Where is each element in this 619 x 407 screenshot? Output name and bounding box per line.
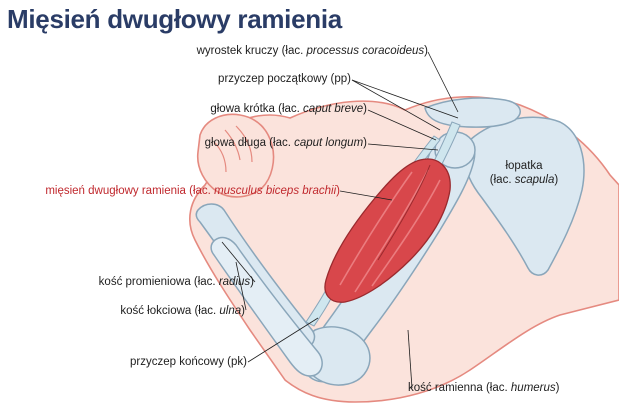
label-ulna-close: )	[241, 305, 245, 317]
label-radius-latin: radius	[218, 276, 251, 288]
label-radius: kość promieniowa (łac. radius)	[30, 275, 254, 289]
label-biceps-latin: musculus biceps brachii	[214, 185, 337, 197]
acromion-bone	[424, 97, 521, 128]
label-humerus: kość ramienna (łac. humerus)	[408, 381, 560, 395]
label-insertion: przyczep końcowy (pk)	[100, 355, 247, 369]
hand-outline	[196, 113, 275, 198]
biceps-muscle	[324, 158, 451, 303]
scapula-bone	[464, 116, 585, 276]
label-insertion-text: przyczep końcowy (pk)	[130, 356, 247, 368]
label-short-head-text: głowa krótka (łac.	[210, 103, 304, 115]
label-humerus-close: )	[555, 382, 560, 394]
label-scapula-close: )	[554, 174, 559, 186]
label-scapula: łopatka (łac. scapula)	[478, 159, 570, 187]
label-coracoid-close: )	[424, 45, 428, 57]
label-humerus-latin: humerus	[510, 382, 556, 394]
label-scapula-line1: łopatka	[505, 160, 543, 172]
label-radius-text: kość promieniowa (łac.	[98, 276, 219, 288]
label-scapula-line2: (łac. scapula)	[478, 173, 570, 187]
label-biceps-close: )	[336, 185, 340, 197]
label-origin: przyczep początkowy (pp)	[196, 72, 351, 86]
label-humerus-text: kość ramienna (łac.	[408, 382, 511, 394]
label-ulna-text: kość łokciowa (łac.	[120, 305, 220, 317]
label-radius-close: )	[250, 276, 254, 288]
label-long-head-close: )	[363, 137, 367, 149]
label-long-head: głowa długa (łac. caput longum)	[170, 136, 367, 150]
label-biceps-text: mięsień dwugłowy ramienia (łac.	[45, 185, 215, 197]
page-title: Mięsień dwugłowy ramienia	[7, 4, 342, 34]
label-coracoid-process: wyrostek kruczy (łac. processus coracoid…	[196, 44, 428, 58]
label-coracoid-text: wyrostek kruczy (łac.	[196, 45, 307, 57]
label-biceps-muscle: mięsień dwugłowy ramienia (łac. musculus…	[4, 184, 340, 198]
label-scapula-latin: scapula	[514, 174, 555, 186]
label-long-head-latin: caput longum	[294, 137, 364, 149]
biceps-muscle-striations	[339, 169, 441, 293]
label-ulna-latin: ulna	[219, 305, 242, 317]
label-scapula-paren: (łac.	[489, 174, 515, 186]
leader-lines	[221, 51, 459, 389]
ulna-bone	[210, 236, 323, 377]
label-short-head-latin: caput breve	[303, 103, 364, 115]
label-short-head-close: )	[363, 103, 367, 115]
label-short-head: głowa krótka (łac. caput breve)	[180, 102, 367, 116]
label-origin-text: przyczep początkowy (pp)	[218, 73, 351, 85]
finger-lines	[213, 125, 253, 173]
label-coracoid-latin: processus coracoideus	[306, 45, 425, 57]
biceps-muscle-split	[377, 164, 431, 261]
label-ulna: kość łokciowa (łac. ulna)	[50, 304, 245, 318]
label-long-head-text: głowa długa (łac.	[204, 137, 295, 149]
